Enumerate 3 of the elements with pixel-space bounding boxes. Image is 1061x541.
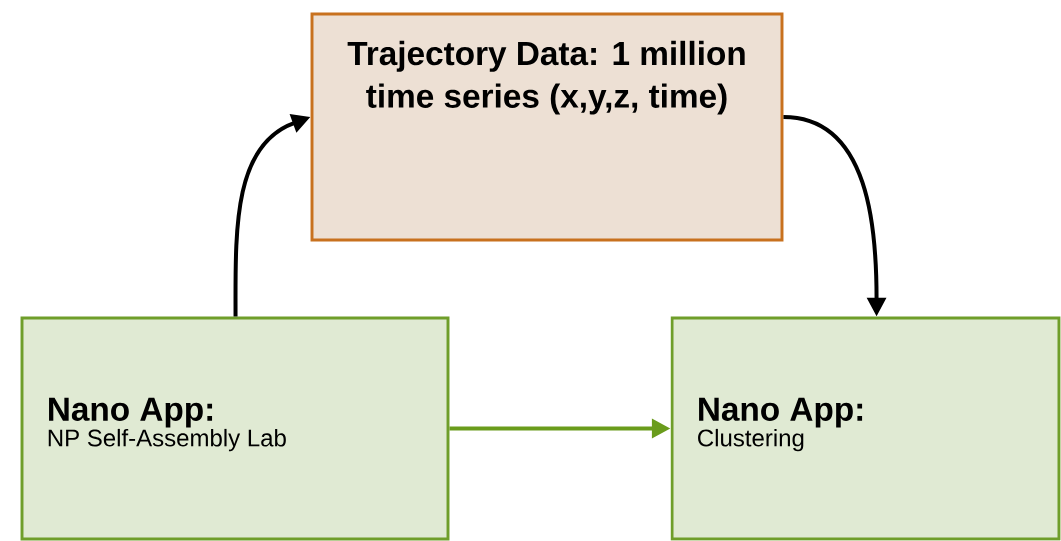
process-box: Nano App: Clustering	[670, 316, 1061, 541]
process-box: Nano App: NP Self-Assembly Lab	[20, 316, 450, 541]
data-box: Trajectory Data: 1 million time series (x,y,z, time)	[310, 12, 784, 242]
